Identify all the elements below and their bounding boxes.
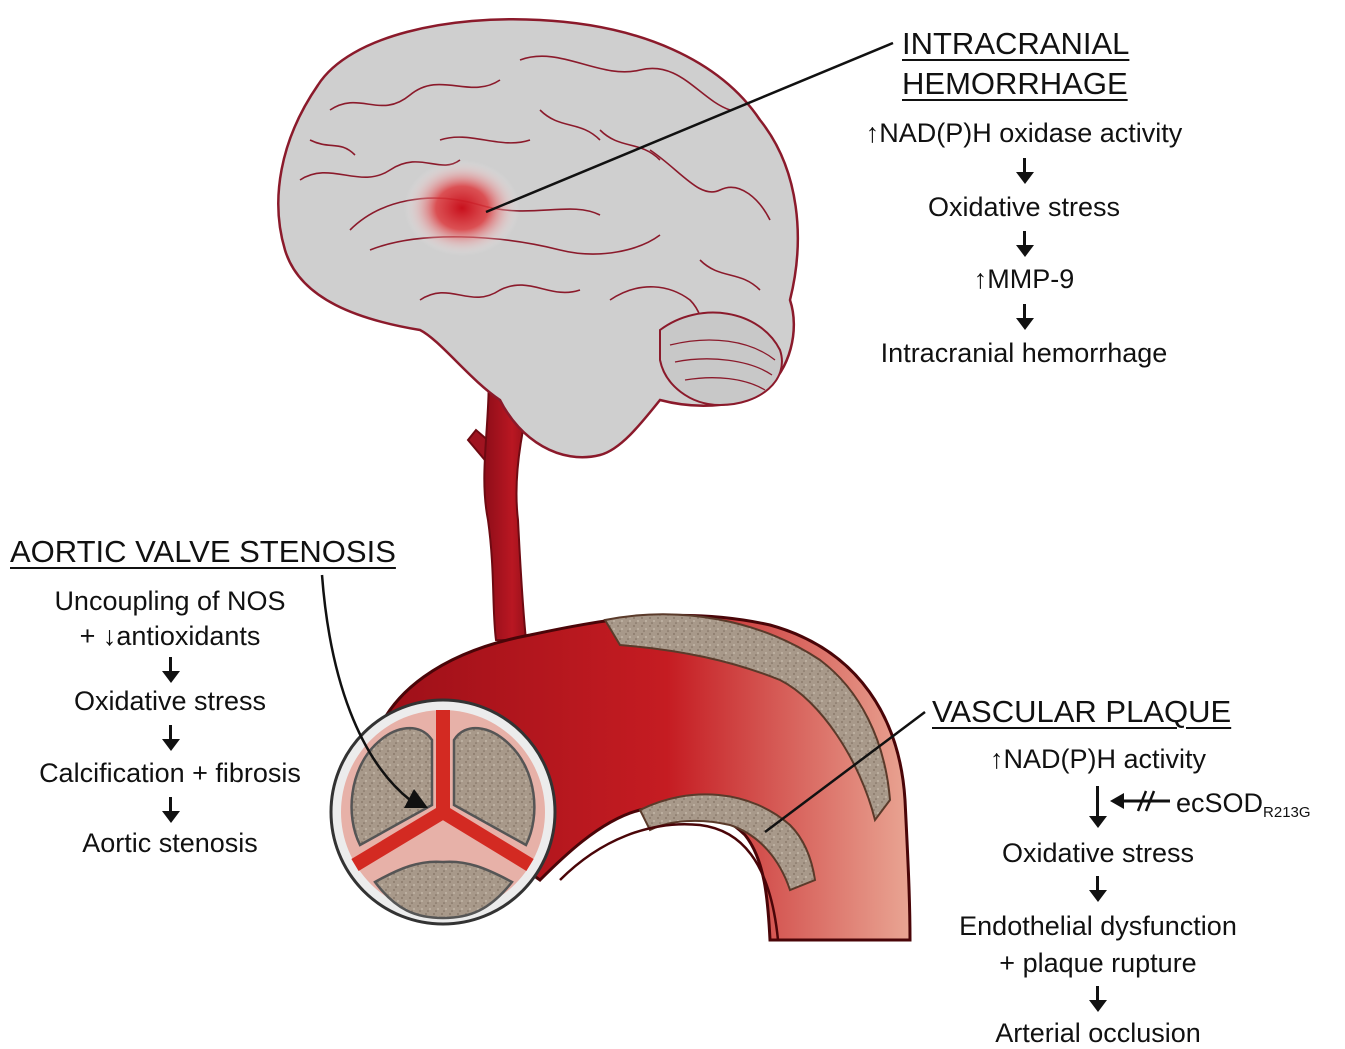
plaque-step: Oxidative stress [918, 840, 1278, 867]
plaque-step: Endothelial dysfunction [918, 913, 1278, 940]
ich-step: ↑MMP-9 [824, 266, 1224, 293]
ecsod-subscript: R213G [1263, 804, 1311, 821]
down-arrow-icon [1014, 158, 1036, 184]
down-arrow-icon [1014, 304, 1036, 330]
down-arrow-icon [1087, 986, 1109, 1012]
ecsod-text: ecSOD [1176, 788, 1263, 818]
ich-step: ↑NAD(P)H oxidase activity [824, 120, 1224, 147]
brain [278, 19, 797, 457]
avs-step: + ↓antioxidants [10, 623, 330, 650]
hemorrhage-spot [404, 160, 520, 256]
avs-heading: AORTIC VALVE STENOSIS [10, 536, 396, 567]
ich-heading-line1: INTRACRANIAL [902, 28, 1129, 59]
plaque-step: Arterial occlusion [918, 1020, 1278, 1047]
down-arrow-icon [160, 797, 182, 823]
plaque-step: ↑NAD(P)H activity [918, 746, 1278, 773]
ecsod-label: ecSODR213G [1176, 790, 1311, 820]
avs-step: Aortic stenosis [10, 830, 330, 857]
down-arrow-icon [160, 657, 182, 683]
avs-step: Uncoupling of NOS [10, 588, 330, 615]
down-arrow-icon [1087, 786, 1109, 830]
down-arrow-icon [160, 725, 182, 751]
aortic-valve [331, 700, 555, 924]
down-arrow-icon [1087, 876, 1109, 902]
ich-heading-line2: HEMORRHAGE [902, 68, 1128, 99]
avs-step: Calcification + fibrosis [10, 760, 330, 787]
avs-step: Oxidative stress [10, 688, 330, 715]
ich-step: Oxidative stress [824, 194, 1224, 221]
plaque-step: + plaque rupture [918, 950, 1278, 977]
ich-step: Intracranial hemorrhage [824, 340, 1224, 367]
plaque-heading: VASCULAR PLAQUE [932, 696, 1231, 727]
down-arrow-icon [1014, 231, 1036, 257]
inhibition-arrow-icon [1110, 789, 1172, 813]
